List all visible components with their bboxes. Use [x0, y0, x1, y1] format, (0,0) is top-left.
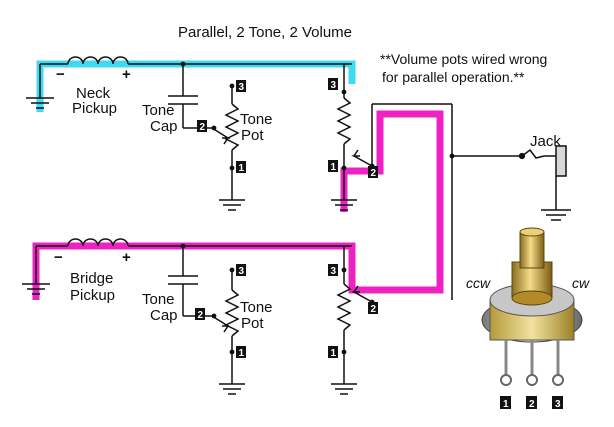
svg-text:2: 2: [371, 304, 377, 315]
bridge-plus-sign: +: [122, 249, 131, 266]
bridge-cap-label-2: Cap: [150, 307, 178, 324]
cw-label: cw: [572, 275, 590, 291]
bridge-pickup-label-2: Pickup: [70, 287, 115, 304]
neck-joints: [180, 61, 455, 171]
neck-pickup-label: Neck: [76, 85, 111, 102]
jack-label: Jack: [530, 133, 561, 150]
neck-minus-sign: −: [56, 66, 65, 83]
bridge-pickup-coil: [67, 238, 129, 247]
neck-vol-pin-1: 1: [328, 160, 338, 173]
bridge-tone-pin-3: 3: [236, 264, 246, 277]
svg-text:2: 2: [200, 122, 206, 133]
neck-vol-pin-3: 3: [328, 78, 338, 91]
neck-tone-pin-3: 3: [236, 80, 246, 93]
svg-text:2: 2: [529, 399, 535, 410]
neck-pot-label: Tone: [240, 111, 273, 128]
svg-text:3: 3: [331, 266, 337, 277]
note-line-1: **Volume pots wired wrong: [380, 51, 547, 67]
photo-pin-1: 1: [500, 396, 511, 410]
bridge-vol-pin-2: 2: [368, 302, 378, 315]
neck-tone-pin-2: 2: [197, 120, 207, 133]
bridge-circuit: [22, 238, 373, 395]
photo-pin-2: 2: [526, 396, 537, 410]
svg-text:3: 3: [555, 399, 561, 410]
bridge-joints: [180, 243, 375, 355]
svg-text:3: 3: [239, 82, 245, 93]
neck-plus-sign: +: [122, 66, 131, 83]
svg-text:1: 1: [503, 399, 509, 410]
bridge-vol-pin-3: 3: [328, 264, 338, 277]
potentiometer-photo: [481, 227, 583, 386]
bridge-pickup-label: Bridge: [70, 270, 113, 287]
svg-text:1: 1: [239, 348, 245, 359]
svg-text:3: 3: [331, 80, 337, 91]
neck-pickup-label-2: Pickup: [72, 100, 117, 117]
svg-text:2: 2: [371, 168, 377, 179]
bridge-tone-pin-1: 1: [236, 346, 246, 359]
svg-text:1: 1: [331, 162, 337, 173]
photo-pin-3: 3: [552, 396, 563, 410]
bridge-pot-label-2: Pot: [241, 315, 264, 332]
output-jack: [518, 145, 571, 221]
bridge-cap-label: Tone: [142, 291, 175, 308]
ccw-label: ccw: [466, 275, 491, 291]
neck-pickup-coil: [67, 56, 129, 65]
neck-vol-pin-2: 2: [368, 166, 378, 179]
neck-tone-pin-1: 1: [236, 161, 246, 174]
bridge-tone-pin-2: 2: [195, 308, 205, 321]
bridge-vol-pin-1: 1: [328, 346, 338, 359]
neck-pot-label-2: Pot: [241, 127, 264, 144]
svg-text:2: 2: [198, 310, 204, 321]
note-line-2: for parallel operation.**: [382, 69, 525, 85]
svg-text:1: 1: [331, 348, 337, 359]
diagram-title: Parallel, 2 Tone, 2 Volume: [178, 24, 352, 41]
neck-cap-label: Tone: [142, 102, 175, 119]
svg-text:3: 3: [239, 266, 245, 277]
svg-text:1: 1: [239, 163, 245, 174]
bridge-pot-label: Tone: [240, 299, 273, 316]
neck-cap-label-2: Cap: [150, 118, 178, 135]
bridge-minus-sign: −: [54, 249, 63, 266]
